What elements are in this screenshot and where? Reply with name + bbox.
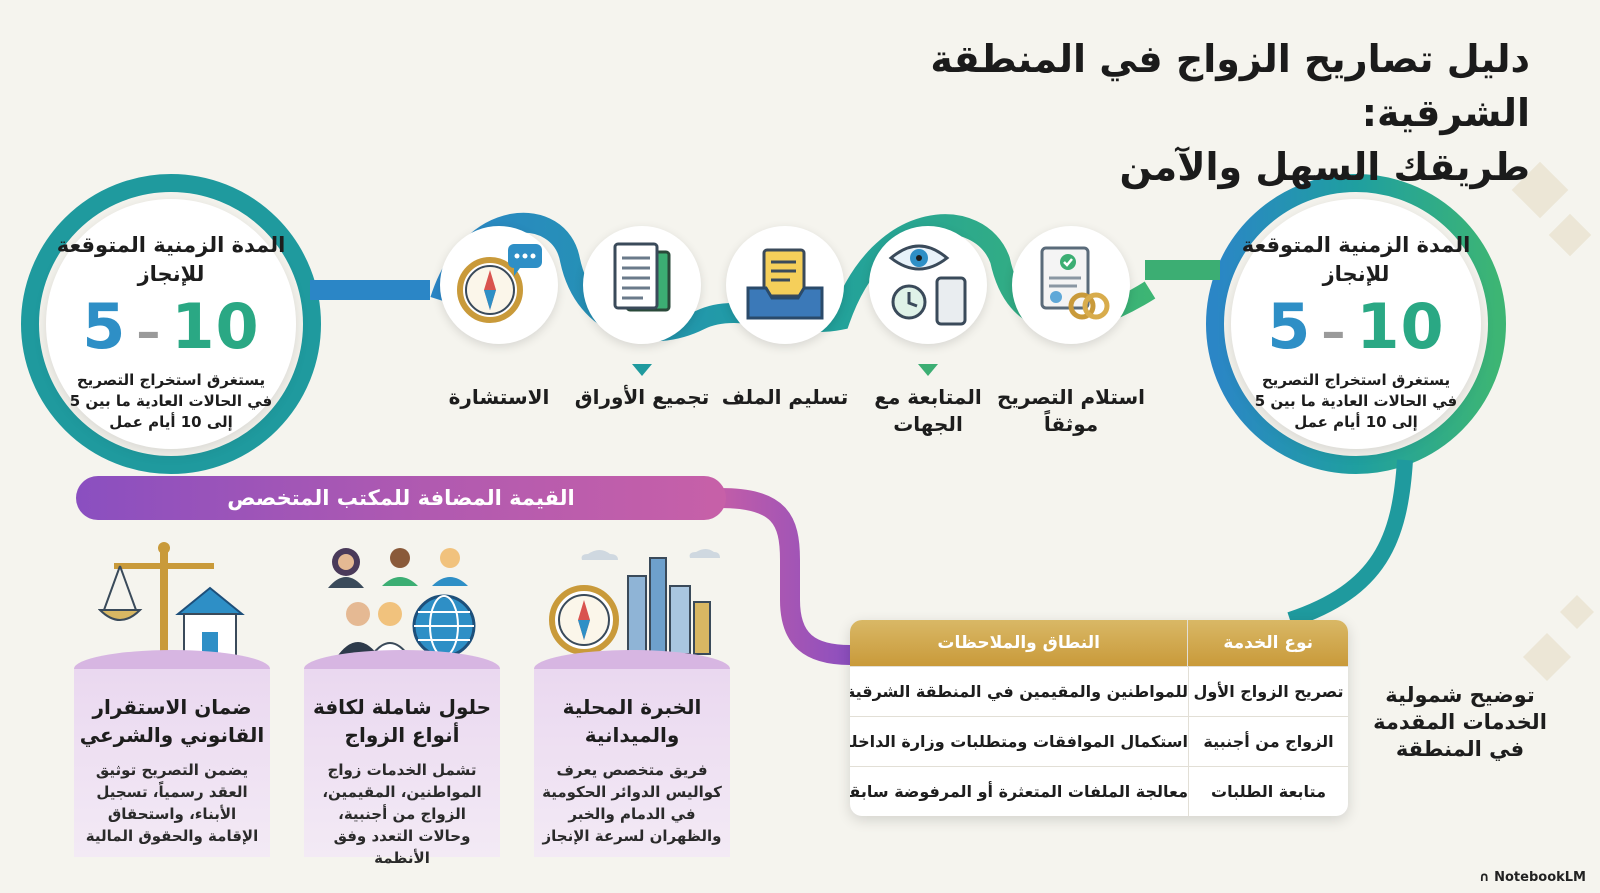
step-3-circle xyxy=(726,226,844,344)
header-scope-notes: النطاق والملاحظات xyxy=(850,620,1188,666)
duration-range: 5–10 xyxy=(1231,289,1481,370)
certificate-rings-icon xyxy=(1040,246,1110,320)
card-title: ضمان الاستقرار القانوني والشرعي xyxy=(79,695,265,747)
compass-city-icon xyxy=(549,549,720,655)
page-title: دليل تصاريح الزواج في المنطقة الشرقية: ط… xyxy=(770,32,1530,194)
step-3-label: تسليم الملف xyxy=(721,385,849,409)
step-1-circle xyxy=(1012,226,1130,344)
compass-chat-icon xyxy=(457,244,542,323)
table-cell: الزواج من أجنبية xyxy=(1188,717,1348,766)
title-line-2: طريقك السهل والآمن xyxy=(1119,145,1530,189)
notebooklm-watermark: ∩ NotebookLM xyxy=(1479,870,1586,885)
table-cell: تصريح الزواج الأول xyxy=(1188,667,1348,716)
card-title: الخبرة المحلية والميدانية xyxy=(562,695,702,747)
value-card-solutions: حلول شاملة لكافة أنواع الزواج تشمل الخدم… xyxy=(304,650,500,867)
value-card-expertise: الخبرة المحلية والميدانية فريق متخصص يعر… xyxy=(534,650,730,857)
range-low: 5 xyxy=(1267,290,1312,363)
table-cell: معالجة الملفات المتعثرة أو المرفوضة سابق… xyxy=(850,782,1188,801)
table-cell: متابعة الطلبات xyxy=(1188,767,1348,816)
people-globe-icon xyxy=(328,548,476,659)
step-5-label: الاستشارة xyxy=(448,385,550,409)
card-title: حلول شاملة لكافة أنواع الزواج xyxy=(312,695,492,747)
duration-heading: المدة الزمنية المتوقعة للإنجاز xyxy=(56,233,286,286)
card-desc: تشمل الخدمات زواج المواطنين، المقيمين، ا… xyxy=(322,761,482,867)
watermark-icon: ∩ xyxy=(1479,870,1490,885)
step-2-label: المتابعة مع الجهات xyxy=(874,385,982,436)
eye-clock-phone-icon xyxy=(888,244,967,326)
table-caption: توضيح شمولية الخدمات المقدمة في المنطقة xyxy=(1373,683,1547,761)
duration-note: يستغرق استخراج التصريح في الحالات العادي… xyxy=(1254,371,1458,431)
duration-heading: المدة الزمنية المتوقعة للإنجاز xyxy=(1241,233,1471,286)
card-desc: فريق متخصص يعرف كواليس الدوائر الحكومية … xyxy=(542,761,722,845)
table-cell: استكمال الموافقات ومتطلبات وزارة الداخلي… xyxy=(850,732,1188,751)
range-dash: – xyxy=(136,304,162,360)
range-high: 10 xyxy=(171,290,260,363)
step-2-circle xyxy=(869,226,987,344)
step-4-circle xyxy=(583,226,701,344)
table-cell: للمواطنين والمقيمين في المنطقة الشرقية xyxy=(850,682,1188,701)
range-low: 5 xyxy=(82,290,127,363)
table-row: تصريح الزواج الأول للمواطنين والمقيمين ف… xyxy=(850,666,1348,716)
step-2-pointer xyxy=(918,364,938,376)
range-dash: – xyxy=(1321,304,1347,360)
table-row: الزواج من أجنبية استكمال الموافقات ومتطل… xyxy=(850,716,1348,766)
range-high: 10 xyxy=(1356,290,1445,363)
watermark-text: NotebookLM xyxy=(1494,870,1586,885)
duration-circle-left: المدة الزمنية المتوقعة للإنجاز 5–10 يستغ… xyxy=(46,199,296,449)
title-line-1: دليل تصاريح الزواج في المنطقة الشرقية: xyxy=(930,37,1530,135)
duration-note: يستغرق استخراج التصريح في الحالات العادي… xyxy=(69,371,273,431)
duration-circle-right: المدة الزمنية المتوقعة للإنجاز 5–10 يستغ… xyxy=(1231,199,1481,449)
value-card-stability: ضمان الاستقرار القانوني والشرعي يضمن الت… xyxy=(74,650,270,857)
documents-stack-icon xyxy=(613,242,671,312)
services-table: نوع الخدمة النطاق والملاحظات تصريح الزوا… xyxy=(850,620,1348,816)
step-5-circle xyxy=(440,226,558,344)
card-desc: يضمن التصريح توثيق العقد رسمياً، تسجيل ا… xyxy=(85,761,259,845)
step-4-label: تجميع الأوراق xyxy=(574,385,710,409)
header-service-type: نوع الخدمة xyxy=(1187,620,1348,666)
step-1-label: استلام التصريح موثقاً xyxy=(996,385,1146,436)
duration-range: 5–10 xyxy=(46,289,296,370)
table-row: متابعة الطلبات معالجة الملفات المتعثرة أ… xyxy=(850,766,1348,816)
table-header: نوع الخدمة النطاق والملاحظات xyxy=(850,620,1348,666)
step-4-pointer xyxy=(632,364,652,376)
value-banner: القيمة المضافة للمكتب المتخصص xyxy=(76,476,726,520)
file-tray-icon xyxy=(746,248,824,320)
decor-diamonds xyxy=(1511,161,1594,682)
